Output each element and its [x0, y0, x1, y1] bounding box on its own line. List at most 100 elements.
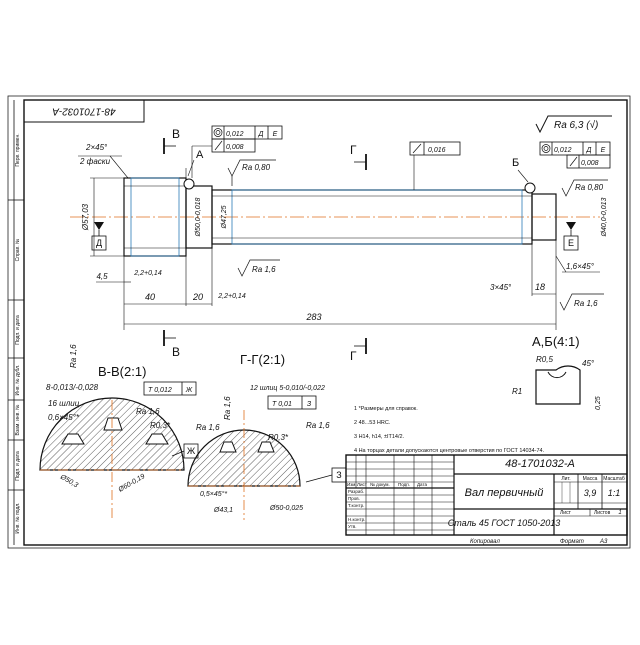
section-gg-ra-a: Ra 1,6 — [306, 421, 330, 430]
outer-frame — [7, 95, 631, 549]
chamfer-16x45: 1,6×45° — [566, 262, 595, 271]
section-bb-spline: 16 шлиц — [48, 399, 80, 408]
dim-40: 40 — [145, 292, 155, 302]
row-prov: Пров. — [348, 496, 360, 501]
detail-ab: А,Б(4:1) R0,5 R1 45° 0,25 — [512, 334, 602, 410]
rotated-stamp-box — [23, 99, 145, 123]
section-bb-base: Ж — [187, 446, 196, 456]
section-bb-dim8: 8-0,013/-0,028 — [46, 383, 99, 392]
spline-zone-main — [231, 189, 523, 245]
section-mark-g-top: Г — [350, 143, 357, 157]
groove-b — [524, 182, 536, 194]
title-scale-label: Масштаб — [603, 476, 625, 482]
section-mark-g-bottom: Г — [350, 349, 357, 363]
row-tkontr: Т.контр. — [348, 503, 364, 508]
strip-perv: Перв. примен. — [15, 133, 21, 166]
dim-18: 18 — [535, 282, 545, 292]
row-nkontr: Н.контр. — [348, 517, 365, 522]
technical-notes: 1 *Размеры для справок. 2 48...53 HRC. 3… — [354, 406, 545, 454]
left-strip: Перв. примен. Справ. № Подп. и дата Инв.… — [8, 100, 24, 545]
base-a: А — [196, 149, 204, 161]
tolerance-frame-left: 0,012 Д Е 0,008 — [191, 125, 283, 178]
section-gg-r03: R0,3* — [268, 433, 289, 442]
section-gg-base: З — [336, 470, 341, 480]
title-sheet-label: Лист — [560, 510, 572, 516]
note-2: 2 48...53 HRC. — [354, 420, 391, 426]
section-bb-title: В-В(2:1) — [98, 364, 146, 379]
tol-cyl-left: 0,008 — [226, 144, 244, 151]
main-view: 283 40 20 18 4,5 2,2+0,14 2,2+0,14 Ø57,0… — [70, 125, 611, 363]
datum-d: Д — [96, 238, 102, 248]
row-razrab: Разраб. — [348, 489, 364, 494]
rotated-stamp-text: 48-1701032-A — [52, 105, 116, 116]
title-mass-label: Масса — [583, 476, 598, 482]
section-gg-tol-base: З — [307, 401, 312, 408]
row-doc: № докум. — [370, 482, 390, 487]
row-sign: Подп. — [398, 482, 410, 487]
section-bb-d50: Ø50,3 — [58, 473, 79, 489]
title-part-name: Вал первичный — [465, 487, 544, 499]
note-3: 3 Н14, h14, ±IT14/2. — [354, 434, 405, 440]
dim-22b: 2,2+0,14 — [217, 293, 246, 300]
tol-base-d-right: Д — [586, 147, 592, 154]
dim-283: 283 — [305, 312, 321, 322]
strip-sprav: Справ. № — [15, 239, 21, 262]
detail-ab-025: 0,25 — [595, 396, 602, 410]
strip-inv-podl: Инв. № подл. — [15, 502, 21, 533]
groove-a — [183, 178, 195, 190]
tol-runout-right: 0,012 — [554, 147, 572, 154]
dim-d57: Ø57,03 — [81, 203, 90, 231]
row-date: Дата — [417, 482, 427, 487]
tolerance-frame-right: 0,012 Д Е 0,008 — [539, 141, 611, 169]
tol-base-d-left: Д — [258, 131, 264, 138]
section-bb-ra-b: Ra 1,6 — [196, 423, 220, 432]
dim-d50: Ø50,0-0,018 — [195, 197, 202, 237]
note-4: 4 На торцах детали допускаются центровые… — [354, 448, 545, 454]
section-bb-r03: R0,3* — [150, 421, 171, 430]
section-mark-b-bottom: В — [172, 345, 180, 359]
ra-16-b: Ra 1,6 — [574, 299, 598, 308]
footer-format-value: А3 — [599, 539, 608, 545]
note-1: 1 *Размеры для справок. — [354, 406, 418, 412]
section-gg-ra-b: Ra 1,6 — [223, 396, 232, 420]
chamfer-2-faces: 2 фаски — [79, 157, 111, 166]
title-sheets-value: 1 — [618, 510, 621, 516]
strip-vzam: Взам. инв. № — [15, 405, 21, 436]
inner-frame — [23, 99, 628, 546]
section-gg-title: Г-Г(2:1) — [240, 352, 285, 367]
section-gg-chamfer: 0,5×45°* — [200, 490, 227, 498]
section-bb-ra-c: Ra 1,6 — [69, 344, 78, 368]
spline-zone-left — [130, 177, 180, 257]
strip-inv-dubl: Инв. № дубл. — [15, 365, 21, 396]
section-gg-tol: Т 0,01 — [272, 401, 292, 408]
dim-45: 4,5 — [96, 272, 108, 281]
section-gg: Г-Г(2:1) Т 0,01 З З 12 шлиц 5-0,010/-0,0… — [187, 352, 347, 520]
title-scale-value: 1:1 — [608, 488, 621, 498]
base-b: Б — [512, 157, 519, 169]
chamfer-3x45: 3×45° — [490, 283, 512, 292]
strip-podp2: Подп. и дата — [15, 451, 21, 481]
detail-ab-r1: R1 — [512, 387, 522, 396]
section-gg-d43: Ø43,1 — [213, 507, 233, 514]
dim-d47: Ø47,25 — [221, 205, 228, 229]
row-utv: Утв. — [348, 524, 357, 529]
dim-22a: 2,2+0,14 — [133, 270, 162, 277]
section-bb: В-В(2:1) Т 0,012 Ж Ж R0,3* Ra 1,6 Ra 1,6… — [39, 344, 220, 520]
row-list: Лист — [357, 482, 367, 487]
section-gg-splines — [219, 441, 275, 453]
dim-20: 20 — [192, 292, 203, 302]
dim-d40: Ø40,0-0,013 — [601, 197, 608, 237]
ra-080-b: Ra 0,80 — [575, 183, 604, 192]
title-designation: 48-1701032-A — [505, 458, 575, 470]
chamfer-2x45: 2×45° — [85, 143, 108, 152]
tolerance-frame-mid: 0,016 — [409, 141, 461, 190]
title-lit-label: Лит. — [561, 476, 570, 482]
title-sheets-label: Листов — [594, 510, 611, 516]
detail-ab-angle: 45° — [582, 359, 595, 368]
tol-runout-mid: 0,016 — [428, 147, 446, 154]
section-bb-d60: Ø60-0,19 — [117, 473, 147, 494]
general-roughness: Ra 6,3 (√) — [535, 115, 612, 134]
ra-080-a: Ra 0,80 — [242, 163, 271, 172]
title-block — [345, 454, 628, 536]
